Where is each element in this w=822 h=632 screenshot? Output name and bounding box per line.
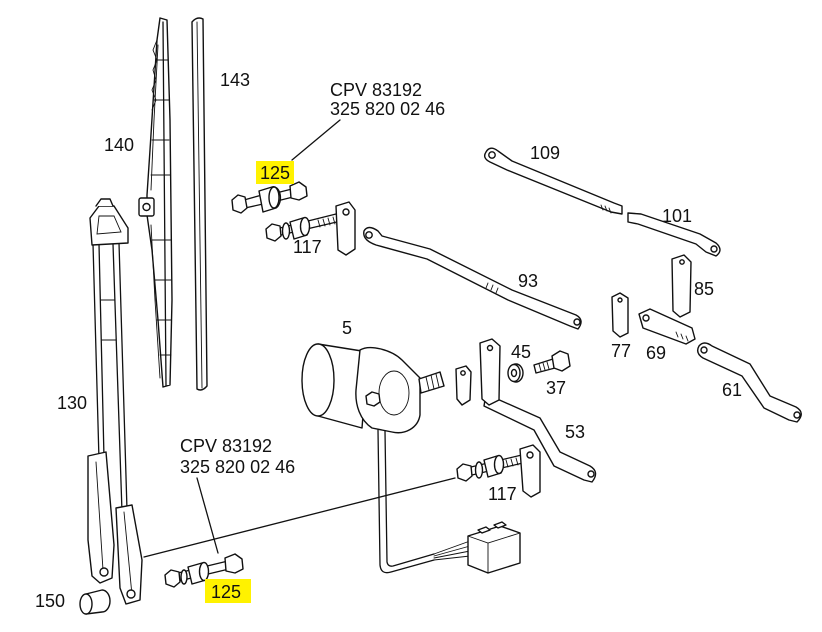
label-130[interactable]: 130: [57, 393, 87, 413]
label-125-bottom[interactable]: 125: [211, 582, 241, 602]
bolt-assembly-125-bottom: [164, 553, 244, 588]
linkage-rod-101: [627, 212, 721, 257]
plate-69: [638, 308, 696, 345]
wiper-arm: [87, 198, 143, 605]
label-101[interactable]: 101: [662, 206, 692, 226]
label-117-bottom[interactable]: 117: [488, 484, 517, 504]
label-37[interactable]: 37: [546, 378, 566, 398]
bolt-assembly-117-top: [265, 201, 356, 256]
motor-cable: [377, 429, 471, 574]
label-150[interactable]: 150: [35, 591, 65, 611]
connection-line: [143, 477, 456, 558]
washer-45: [507, 363, 524, 383]
linkage-rod-93: [363, 226, 582, 330]
bolt-assembly-117-bottom: [456, 444, 541, 498]
motor-connector: [467, 521, 521, 574]
bolt-37: [533, 350, 571, 374]
callout-top-code: CPV 83192: [330, 80, 422, 100]
label-45[interactable]: 45: [511, 342, 531, 362]
linkage-rod-53: [479, 338, 597, 483]
crank-bracket: [455, 365, 472, 406]
label-69[interactable]: 69: [646, 343, 666, 363]
label-85[interactable]: 85: [694, 279, 714, 299]
leader-line-top: [291, 119, 341, 161]
label-125-top[interactable]: 125: [260, 163, 290, 183]
label-61[interactable]: 61: [722, 380, 742, 400]
label-109[interactable]: 109: [530, 143, 560, 163]
linkage-rod-61: [696, 342, 802, 423]
label-140[interactable]: 140: [104, 135, 134, 155]
wiper-blade: [138, 17, 173, 388]
bracket-77: [611, 292, 629, 338]
wiper-rubber-insert: [191, 17, 208, 391]
cap-150: [79, 589, 111, 615]
label-77[interactable]: 77: [611, 341, 631, 361]
highlight-125-top: [256, 161, 294, 184]
leader-line-bottom: [196, 477, 219, 554]
label-5[interactable]: 5: [342, 318, 352, 338]
label-93[interactable]: 93: [518, 271, 538, 291]
bracket-85: [671, 254, 692, 318]
wiper-motor: [301, 343, 445, 434]
callout-top-part-number: 325 820 02 46: [330, 99, 445, 119]
label-117-top[interactable]: 117: [293, 237, 322, 257]
highlight-125-bottom: [205, 579, 251, 603]
label-143[interactable]: 143: [220, 70, 250, 90]
linkage-rod-109: [483, 147, 623, 215]
bolt-assembly-125-top: [231, 181, 308, 214]
label-53[interactable]: 53: [565, 422, 585, 442]
callout-bottom-part-number: 325 820 02 46: [180, 457, 295, 477]
callout-bottom-code: CPV 83192: [180, 436, 272, 456]
